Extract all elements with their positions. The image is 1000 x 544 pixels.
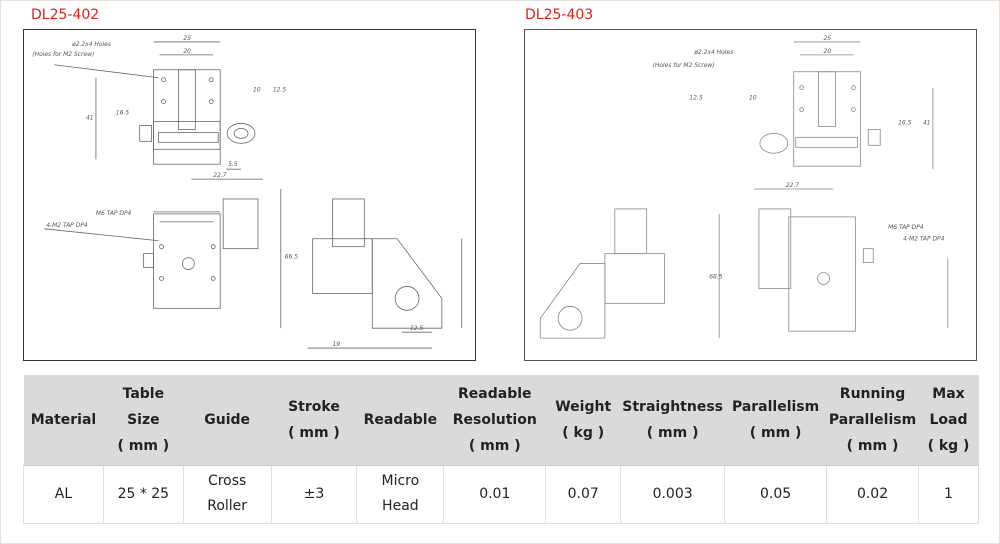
- dim-20: 20: [824, 48, 832, 55]
- cell-text: ( kg ): [562, 424, 605, 441]
- cell-text: 0.07: [567, 485, 599, 502]
- dim-41: 41: [86, 114, 94, 121]
- table-cell: AL: [23, 465, 104, 524]
- cell-text: Resolution: [452, 411, 537, 428]
- cell-text: Load: [929, 411, 968, 428]
- cell-text: Readable: [458, 385, 532, 402]
- cell-text: Roller: [207, 498, 248, 514]
- table-cell: 0.07: [545, 465, 622, 524]
- product-label-dl25-402: DL25-402: [31, 7, 100, 23]
- cell-text: 0.003: [652, 485, 693, 502]
- cell-text: 0.02: [856, 485, 889, 502]
- dim-5-5: 5.5: [228, 161, 238, 168]
- cell-text: 1: [944, 485, 953, 502]
- dim-66-5: 66.5: [709, 273, 722, 280]
- column-header: Parallelism ( mm ): [724, 375, 827, 466]
- column-header: Guide: [183, 375, 272, 466]
- cell-text: Parallelism: [731, 398, 820, 415]
- dim-22-7: 22.7: [213, 172, 226, 179]
- product-label-dl25-403: DL25-403: [525, 7, 594, 23]
- dim-25: 25: [824, 35, 832, 42]
- column-header: Weight ( kg ): [545, 375, 621, 466]
- cell-text: ( mm ): [646, 424, 699, 441]
- dim-19: 19: [332, 341, 340, 348]
- column-header: Stroke ( mm ): [271, 375, 357, 466]
- cell-text: ( mm ): [117, 437, 170, 454]
- table-cell: 0.01: [443, 465, 547, 524]
- column-header: Readable: [356, 375, 444, 466]
- column-header: Material: [23, 375, 104, 466]
- cell-text: Readable: [363, 411, 438, 428]
- cell-text: ±3: [303, 485, 325, 502]
- holes-label: ø2.2x4 Holes: [693, 49, 733, 56]
- cell-text: ( kg ): [927, 437, 970, 454]
- table-cell: 25 * 25: [102, 465, 184, 524]
- column-header: Straightness ( mm ): [620, 375, 725, 466]
- m6-tap-label: M6 TAP DP4: [888, 224, 924, 231]
- cell-text: AL: [54, 485, 73, 502]
- table-cell: 0.02: [826, 465, 920, 524]
- dim-66-5: 66.5: [285, 254, 298, 261]
- table-cell: ±3: [270, 465, 358, 524]
- cell-text: Head: [382, 498, 419, 514]
- dim-12-5-side: 12.5: [410, 325, 423, 332]
- cell-text: ( mm ): [749, 424, 802, 441]
- holes-label: ø2.2x4 Holes: [71, 41, 111, 48]
- cell-text: Parallelism: [828, 411, 917, 428]
- cell-text: 0.05: [760, 485, 792, 502]
- dim-12-5: 12.5: [689, 95, 702, 102]
- table-cell: 1: [918, 465, 979, 524]
- cell-text: Max: [932, 385, 965, 402]
- cell-text: 25 * 25: [117, 485, 170, 502]
- m2-tap-label: 4-M2 TAP DP4: [46, 222, 88, 229]
- dim-10: 10: [749, 95, 757, 102]
- table-cell: 0.003: [620, 465, 726, 524]
- dim-22-7: 22.7: [786, 182, 799, 189]
- cell-text: Material: [30, 411, 97, 428]
- dim-16-5: 16.5: [116, 109, 129, 116]
- holes-note: (Holes for M2 Screw): [32, 51, 94, 58]
- table-cell: 0.05: [724, 465, 828, 524]
- m6-tap-label: M6 TAP DP4: [96, 210, 132, 217]
- cell-text: Table: [122, 385, 165, 402]
- dim-41: 41: [923, 119, 931, 126]
- cell-text: Weight: [555, 398, 612, 415]
- drawing-dl25-402: ø2.2x4 Holes (Holes for M2 Screw) 25 20 …: [23, 29, 476, 361]
- cell-text: Micro: [381, 473, 420, 489]
- cell-text: Straightness: [622, 398, 723, 415]
- dim-12-5: 12.5: [273, 87, 286, 94]
- dim-10: 10: [253, 87, 261, 94]
- cell-text: Guide: [204, 411, 251, 428]
- cell-text: ( mm ): [846, 437, 899, 454]
- cell-text: Running: [839, 385, 906, 402]
- cell-text: 0.01: [479, 485, 511, 502]
- dim-25: 25: [183, 35, 191, 42]
- m2-tap-label: 4-M2 TAP DP4: [903, 236, 945, 243]
- holes-note: (Holes for M2 Screw): [653, 62, 715, 69]
- dim-16-5: 16.5: [898, 119, 911, 126]
- cell-text: Size: [127, 411, 160, 428]
- cell-text: ( mm ): [468, 437, 521, 454]
- dim-20: 20: [183, 48, 191, 55]
- cell-text: ( mm ): [288, 424, 340, 441]
- cell-text: Cross: [207, 473, 247, 489]
- drawing-dl25-403: ø2.2x4 Holes (Holes for M2 Screw) 25 20 …: [524, 29, 977, 361]
- cell-text: Stroke: [288, 398, 340, 415]
